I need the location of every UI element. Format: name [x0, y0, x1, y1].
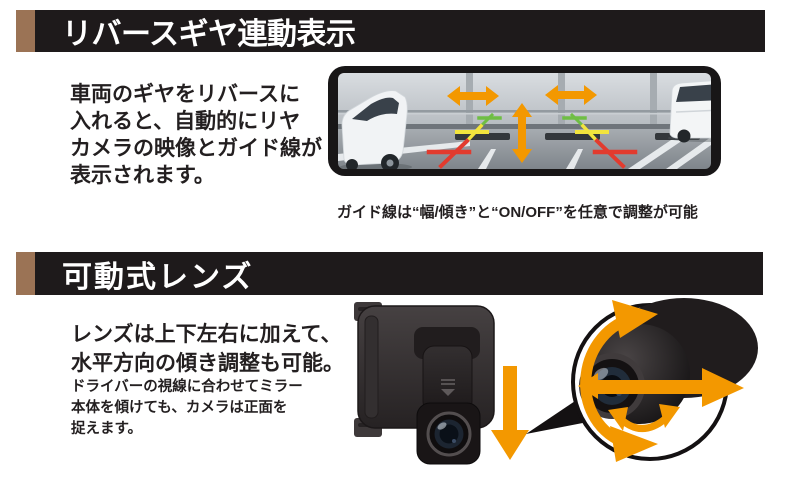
guide-adjust-arrows: [447, 85, 597, 163]
guide-height-arrow: [512, 103, 532, 163]
guide-width-arrow-left: [447, 86, 499, 106]
mount-grip-lines: [441, 379, 455, 385]
mount-arrow-mark: [441, 389, 455, 396]
section2-lead-text: レンズは上下左右に加えて、 水平方向の傾き調整も可能。: [71, 323, 344, 375]
wheel-stops: [455, 133, 700, 140]
title-accent-block: [16, 252, 35, 295]
section1-body-text: 車両のギヤをリバースに 入れると、自動的にリヤ カメラの映像とガイド線が 表示さ…: [70, 83, 322, 187]
vertical-rotate-arc: [580, 312, 634, 450]
section2-title-bar: 可動式レンズ: [16, 252, 763, 295]
guide-width-arrow-right: [545, 85, 597, 105]
section2-title: 可動式レンズ: [62, 260, 254, 294]
lens-closeup-magnifier: [571, 298, 758, 461]
movable-lens-graphic: [354, 298, 758, 465]
mirror-camera-unit: [354, 302, 495, 465]
tilt-rotate-arc: [620, 416, 668, 432]
rearview-mirror-display: [328, 66, 721, 176]
lens-rotate-arrows: [578, 300, 744, 462]
title-bar-background: 可動式レンズ: [35, 252, 763, 295]
camera-lens: [426, 411, 472, 457]
parked-car-left: [340, 90, 412, 169]
parked-van-right: [668, 79, 711, 143]
horizontal-move-arrow: [578, 368, 744, 407]
title-accent-block: [16, 10, 35, 52]
lens-down-arrow: [491, 366, 529, 460]
parking-guide-lines: [426, 112, 638, 169]
title-bar-background: リバースギヤ連動表示: [35, 10, 765, 52]
tilt-arrow-right-head: [659, 404, 680, 428]
tilt-arrow-left-head: [608, 407, 628, 431]
rotate-arrow-down-head: [610, 426, 658, 462]
section1-caption: ガイド線は“幅/傾き”と“ON/OFF”を任意で調整が可能: [337, 204, 698, 221]
rotate-arrow-up-head: [612, 300, 658, 338]
section1-title-bar: リバースギヤ連動表示: [16, 10, 765, 52]
section1-title: リバースギヤ連動表示: [62, 18, 356, 51]
section2-body-text: ドライバーの視線に合わせてミラー 本体を傾けても、カメラは正面を 捉えます。: [71, 378, 303, 437]
